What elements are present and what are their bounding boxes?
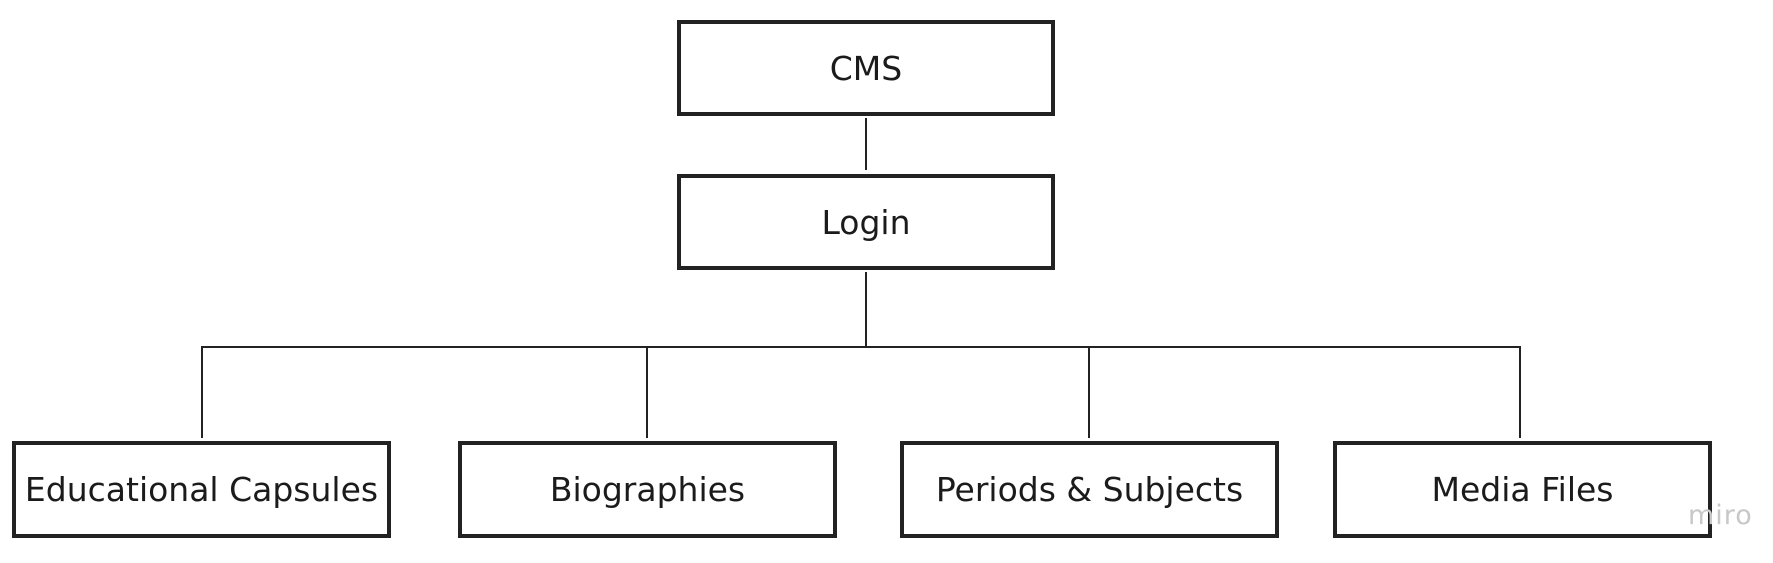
node-biographies-label: Biographies bbox=[549, 470, 746, 509]
node-cms[interactable]: CMS bbox=[677, 20, 1055, 116]
node-educational-capsules[interactable]: Educational Capsules bbox=[12, 441, 391, 538]
node-periods-subjects-label: Periods & Subjects bbox=[935, 470, 1244, 509]
node-media-files[interactable]: Media Files bbox=[1333, 441, 1712, 538]
node-biographies[interactable]: Biographies bbox=[458, 441, 837, 538]
node-cms-label: CMS bbox=[829, 48, 903, 88]
miro-watermark: miro bbox=[1688, 500, 1753, 531]
node-login-label: Login bbox=[821, 202, 911, 242]
node-media-files-label: Media Files bbox=[1431, 470, 1614, 509]
node-educational-capsules-label: Educational Capsules bbox=[24, 470, 379, 509]
node-login[interactable]: Login bbox=[677, 174, 1055, 270]
node-periods-subjects[interactable]: Periods & Subjects bbox=[900, 441, 1279, 538]
